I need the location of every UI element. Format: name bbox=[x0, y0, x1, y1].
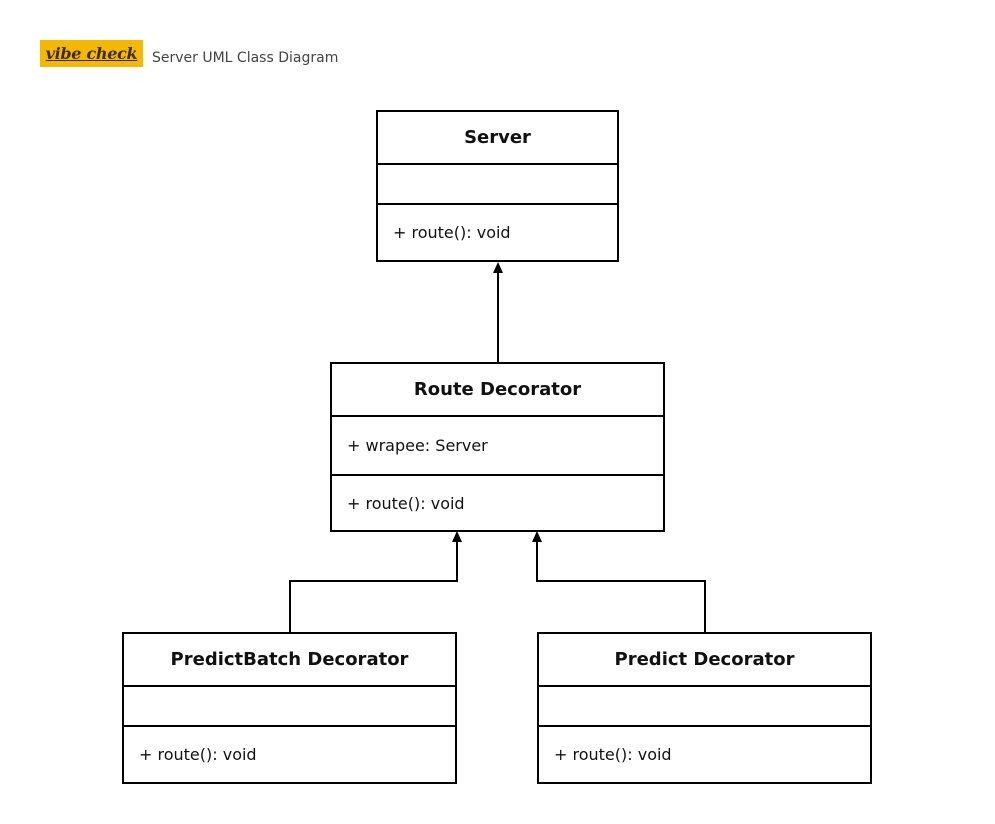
header: vibe check Server UML Class Diagram bbox=[40, 40, 338, 67]
class-predictbatch-decorator: PredictBatch Decorator + route(): void bbox=[122, 632, 457, 784]
class-methods: + route(): void bbox=[139, 745, 257, 764]
connector-predictbatch-to-route bbox=[289, 531, 462, 632]
class-attributes: + wrapee: Server bbox=[332, 417, 663, 476]
class-name: Predict Decorator bbox=[539, 634, 870, 687]
arrowhead-icon bbox=[493, 262, 503, 273]
vibe-check-logo: vibe check bbox=[40, 40, 143, 67]
connector-predict-to-route bbox=[532, 531, 706, 632]
class-server: Server + route(): void bbox=[376, 110, 619, 262]
class-attributes bbox=[124, 687, 455, 727]
class-name: PredictBatch Decorator bbox=[124, 634, 455, 687]
arrowhead-icon bbox=[452, 531, 462, 542]
class-methods: + route(): void bbox=[347, 493, 465, 513]
class-name: Server bbox=[378, 112, 617, 165]
class-attributes bbox=[378, 165, 617, 205]
connector-route-to-server bbox=[493, 262, 503, 362]
page-title: Server UML Class Diagram bbox=[152, 49, 339, 66]
class-attributes bbox=[539, 687, 870, 727]
arrowhead-icon bbox=[532, 531, 542, 542]
class-name: Route Decorator bbox=[332, 364, 663, 417]
class-methods: + route(): void bbox=[554, 745, 672, 764]
class-predict-decorator: Predict Decorator + route(): void bbox=[537, 632, 872, 784]
class-methods: + route(): void bbox=[393, 223, 511, 242]
class-route-decorator: Route Decorator + wrapee: Server + route… bbox=[330, 362, 665, 532]
